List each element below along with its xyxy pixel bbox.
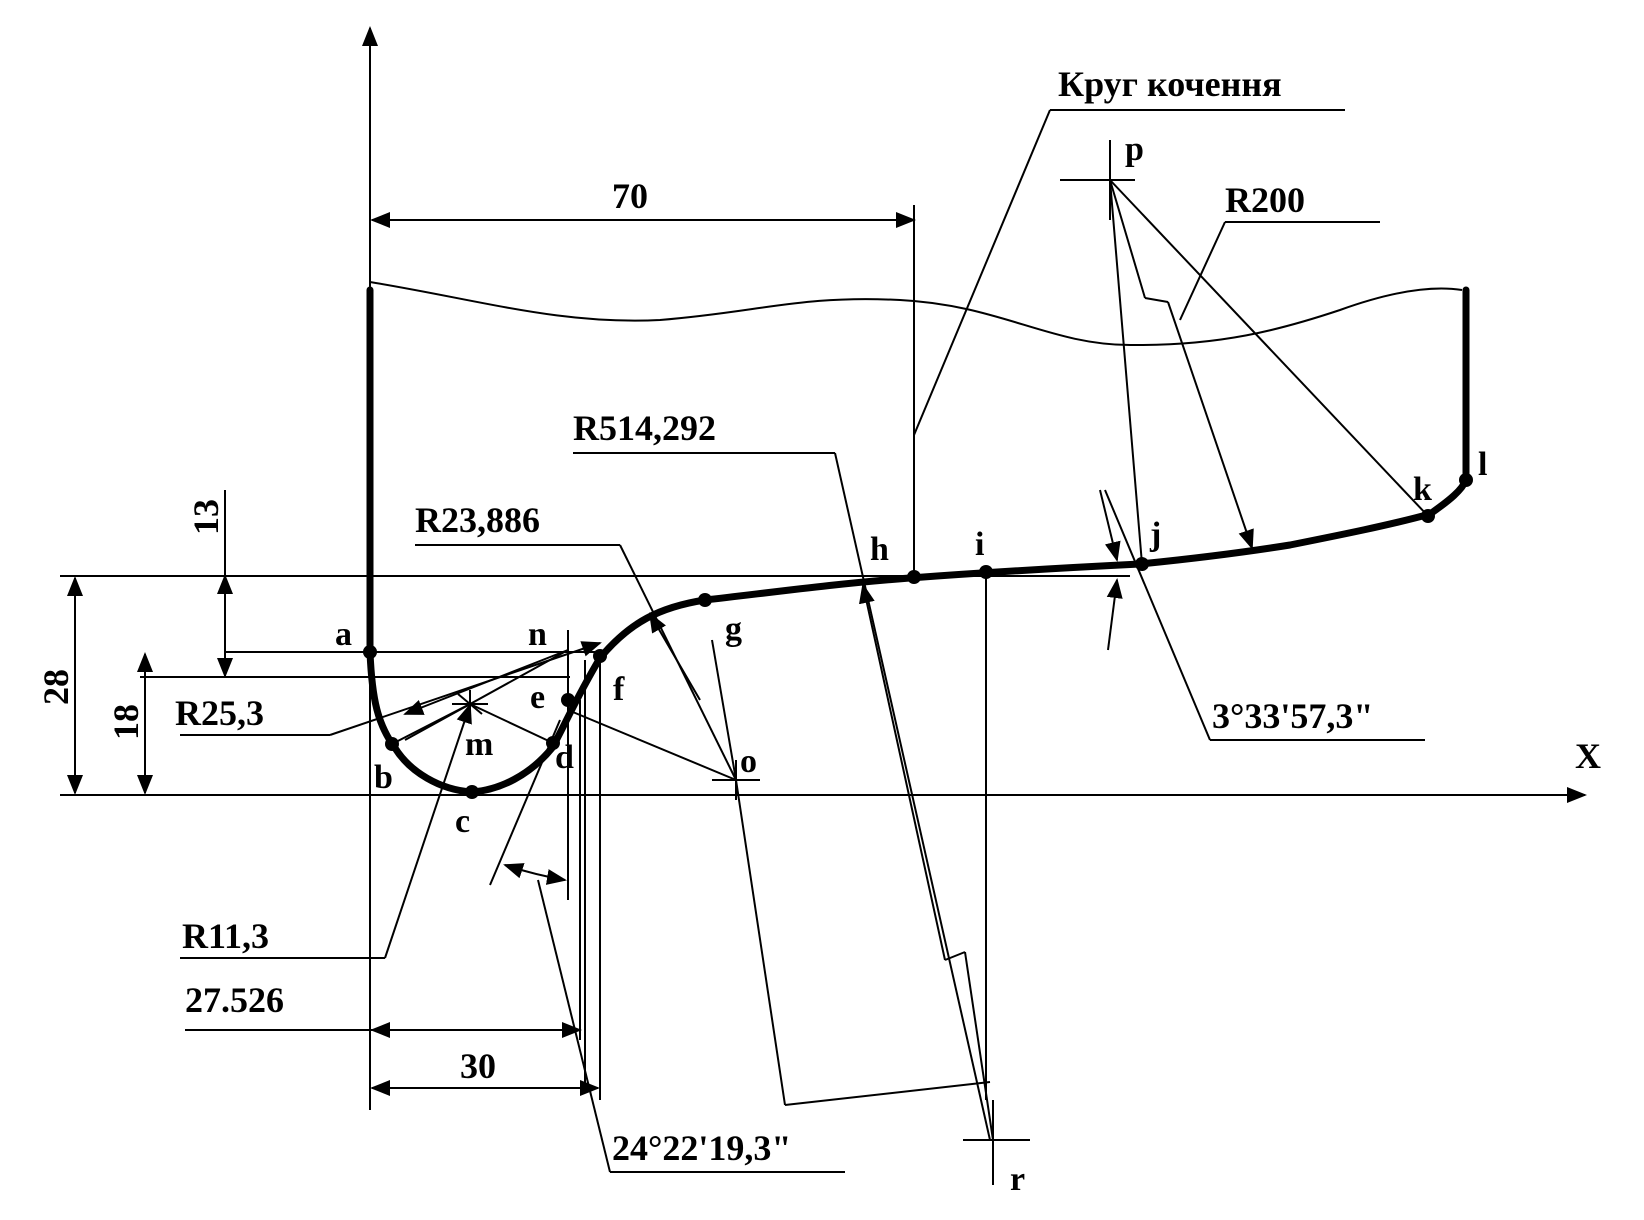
point-g: g [725,611,742,648]
r200-leader [1179,221,1226,321]
r11-leader [384,703,472,959]
angle2-text: 24°22'19,3" [612,1128,791,1168]
r23-text: R23,886 [415,500,540,540]
r25-radius2 [404,649,569,741]
point-o: o [740,743,757,780]
point-b: b [374,759,393,796]
point-a: a [335,616,352,653]
r-radius-lower [964,951,994,1141]
r23-arrow [648,612,701,701]
dim-30-text: 30 [460,1046,496,1086]
r25-text: R25,3 [175,693,264,733]
o-r-line-down [735,779,786,1106]
point-d: d [555,739,574,776]
point-i: i [975,526,984,563]
angle1-arrow-top [1099,489,1121,562]
wavy-boundary [369,281,1463,347]
point-f: f [613,671,625,708]
x-axis-label: X [1575,736,1601,776]
center-p [1060,140,1135,220]
angle2-arc [503,863,567,885]
rolling-circle-label: Круг кочення [1058,64,1282,104]
center-r [963,1100,1030,1185]
dim-13-text: 13 [186,499,226,535]
p-k-line [1109,179,1429,517]
angle2-ray2 [489,719,561,886]
o-radius-g [711,639,737,781]
rolling-circle-leader [913,109,1051,436]
r514-radius [859,583,946,961]
o-radius-e [567,709,737,781]
r200-text: R200 [1225,180,1305,220]
dim-28-text: 28 [36,669,76,705]
point-n: n [528,616,547,653]
r11-text: R11,3 [182,916,269,956]
point-j: j [1149,516,1161,553]
o-r-line-bottom [784,1081,991,1106]
r514-leader [834,452,991,1141]
point-h: h [870,531,889,568]
dim-70-text: 70 [612,176,648,216]
dim-18-text: 18 [106,704,146,740]
point-l: l [1478,446,1487,483]
p-j-line [1109,179,1143,565]
r200-arrow [1167,301,1254,550]
r-radius-zig [944,951,966,961]
point-m: m [465,726,493,763]
r200-zig [1144,297,1169,303]
point-r: r [1010,1161,1025,1198]
point-k: k [1413,471,1432,508]
r25-leader [329,641,602,736]
angle1-text: 3°33'57,3" [1212,696,1373,736]
point-c: c [455,803,470,840]
point-p: p [1125,131,1144,168]
m-radius-d [469,703,554,744]
r514-text: R514,292 [573,408,716,448]
r200-radius [1109,179,1146,299]
point-e: e [530,679,545,716]
dim-27-text: 27.526 [185,980,284,1020]
r25-radius [403,649,569,715]
angle1-ray [1104,489,1211,741]
profile-curve [366,286,1470,796]
angle1-arrow-bottom [1106,578,1123,651]
